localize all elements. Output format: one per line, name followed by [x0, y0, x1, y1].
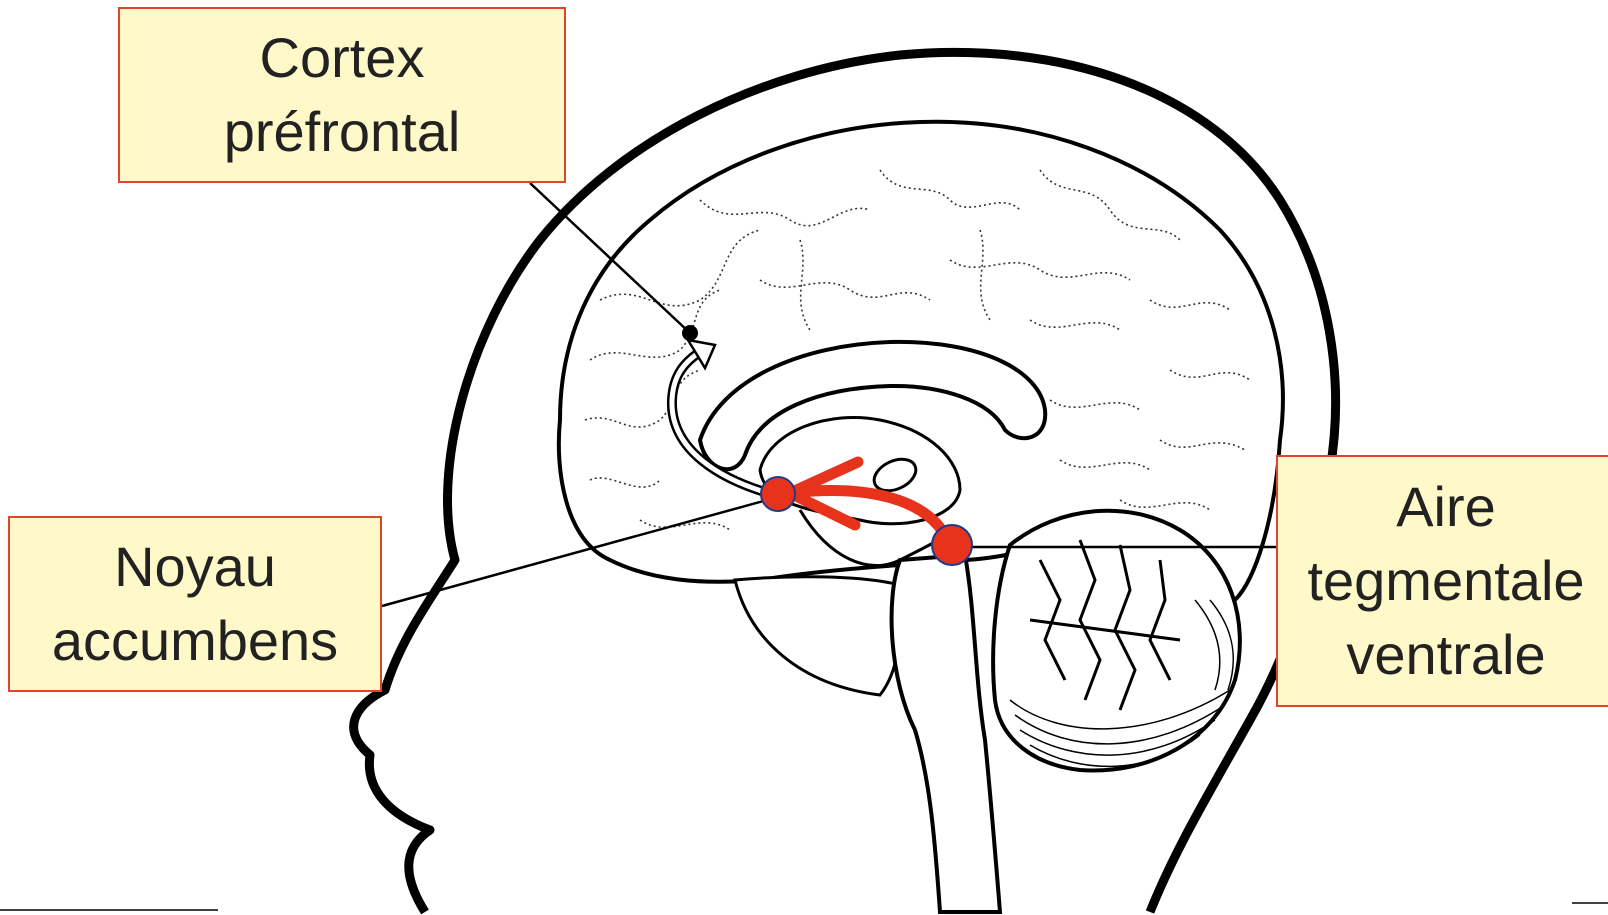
label-cortex-line2: préfrontal	[224, 95, 461, 169]
label-aire-line1: Aire	[1307, 470, 1584, 544]
nucleus-accumbens-marker	[761, 477, 795, 511]
label-noyau-accumbens: Noyau accumbens	[8, 516, 382, 692]
label-cortex-prefrontal: Cortex préfrontal	[118, 7, 566, 183]
label-noyau-line2: accumbens	[52, 604, 338, 678]
vta-marker	[932, 525, 972, 565]
brainstem	[892, 555, 1000, 912]
label-aire-line3: ventrale	[1307, 618, 1584, 692]
label-cortex-line1: Cortex	[224, 21, 461, 95]
pointer-dot-cortex	[682, 325, 698, 341]
cerebellum	[993, 511, 1240, 771]
temporal-lobe	[735, 577, 902, 695]
label-noyau-line1: Noyau	[52, 530, 338, 604]
label-aire-line2: tegmentale	[1307, 544, 1584, 618]
label-aire-tegmentale-ventrale: Aire tegmentale ventrale	[1276, 455, 1608, 707]
